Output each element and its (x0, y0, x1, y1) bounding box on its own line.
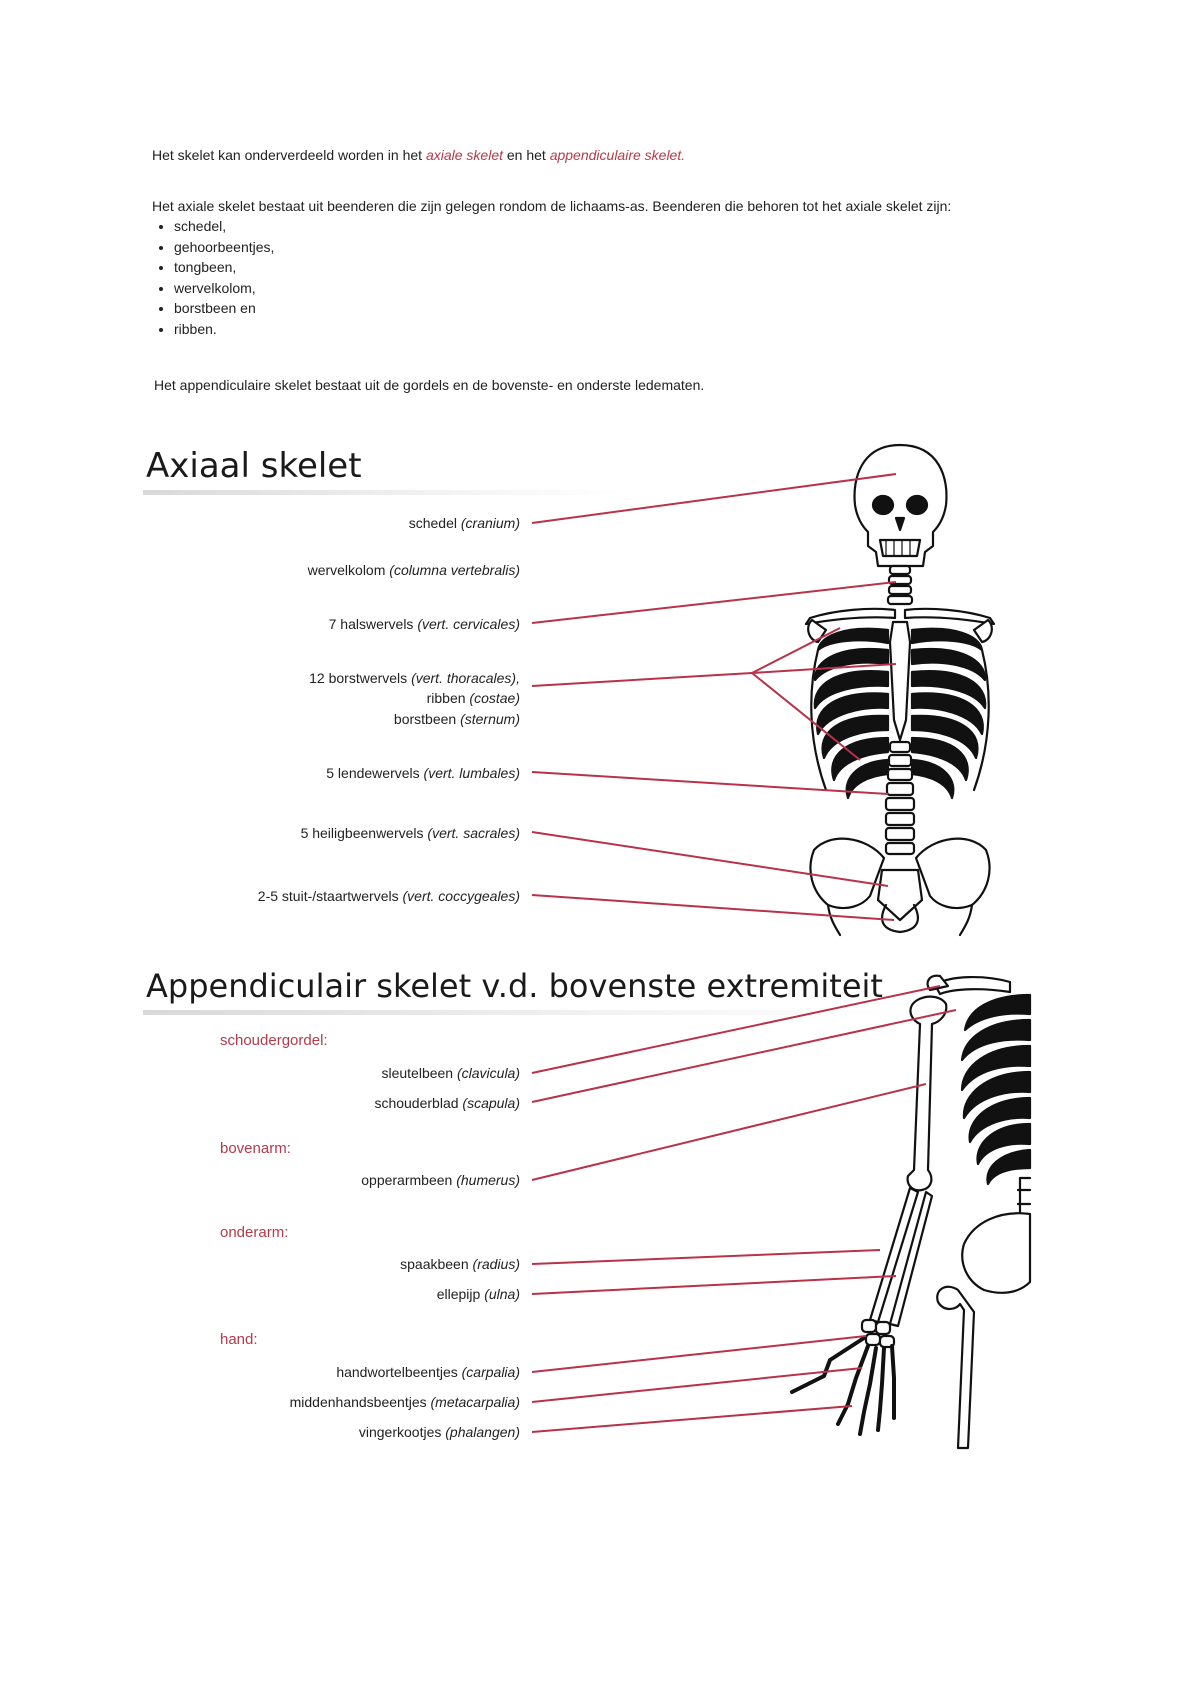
leader-line-ellepijp (532, 1276, 896, 1294)
leader-line-spaakbeen (532, 1250, 880, 1264)
leader-line-middenhandsbeentjes (532, 1368, 862, 1402)
leader-line-sleutelbeen (532, 986, 940, 1073)
leader-line-vingerkootjes (532, 1406, 852, 1432)
axial-skeleton-drawing (806, 445, 994, 935)
upper-limb-drawing (792, 976, 1030, 1448)
leader-line-schouderblad (532, 1010, 956, 1102)
leader-line-opperarmbeen (532, 1084, 926, 1180)
leader-line-borst (532, 673, 752, 686)
leader-line-schedel (532, 474, 896, 523)
leader-line-handwortelbeentjes (532, 1336, 866, 1372)
